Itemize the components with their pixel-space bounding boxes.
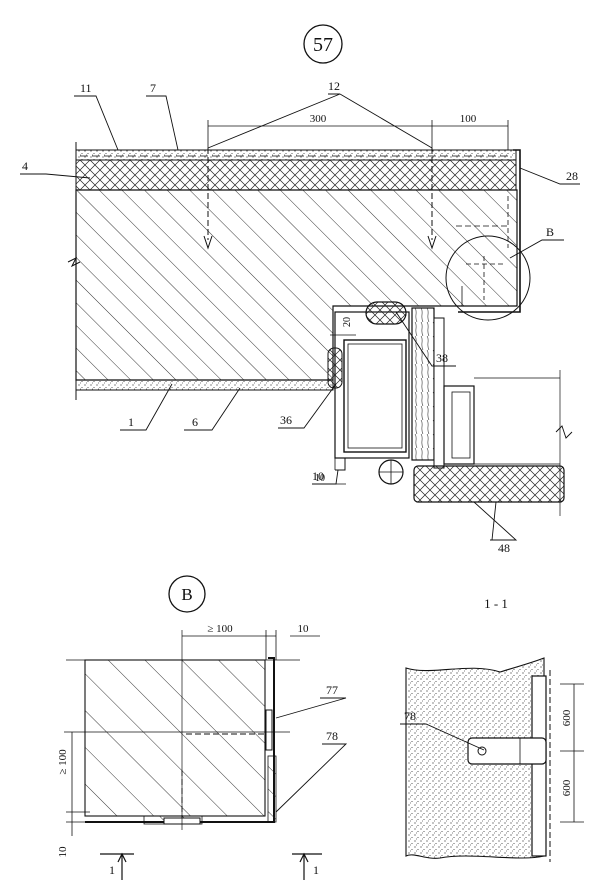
seal-38 (365, 301, 407, 325)
plaster-layer (75, 149, 517, 161)
edge-profile (458, 149, 521, 313)
label-10: 10 (312, 469, 324, 483)
label-4: 4 (22, 159, 28, 173)
label-28: 28 (566, 169, 578, 183)
sill-insulation (413, 465, 565, 503)
detail-b-letter: B (181, 585, 192, 604)
insulation-layer (75, 159, 517, 191)
concrete-wall (75, 189, 518, 381)
detail-b-circle (168, 575, 206, 613)
section-1-1: 1 - 1 600 600 78 (400, 596, 584, 862)
detail-number-circle (303, 24, 343, 64)
label-1: 1 (128, 415, 134, 429)
section-bracket (467, 737, 547, 765)
detail-b-concrete (84, 659, 266, 817)
dim-b-v100: ≥ 100 (57, 749, 69, 775)
bottom-plaster (75, 379, 334, 391)
label-b-ref: B (546, 225, 554, 239)
label-12: 12 (328, 79, 340, 93)
label-6: 6 (192, 415, 198, 429)
dim-300: 300 (310, 113, 327, 125)
dim-10: 10 (315, 473, 325, 484)
section-title: 1 - 1 (484, 596, 508, 611)
label-11: 11 (80, 81, 92, 95)
dim-20: 20 (342, 317, 353, 327)
callout-b-circle (445, 235, 531, 321)
label-78-section: 78 (404, 709, 416, 723)
dim-b-10: 10 (298, 623, 310, 635)
section-mark-right: 1 (313, 863, 319, 877)
anchors (203, 148, 437, 250)
section-profile (531, 675, 547, 857)
section-mark-left: 1 (109, 863, 115, 877)
dim-b-100: ≥ 100 (207, 623, 233, 635)
label-77: 77 (326, 683, 338, 697)
section-dim-600b: 600 (561, 779, 573, 796)
detail-b: B ≥ 100 10 ≥ 100 10 (57, 575, 348, 880)
section-dim-600a: 600 (561, 709, 573, 726)
dim-100: 100 (460, 113, 477, 125)
detail-number: 57 (313, 34, 333, 56)
label-36: 36 (280, 413, 292, 427)
detail-57: 57 (20, 24, 580, 555)
label-38: 38 (436, 351, 448, 365)
label-48: 48 (498, 541, 510, 555)
label-7: 7 (150, 81, 156, 95)
window-frame (334, 307, 475, 471)
label-78: 78 (326, 729, 338, 743)
dim-b-v10: 10 (57, 846, 69, 858)
